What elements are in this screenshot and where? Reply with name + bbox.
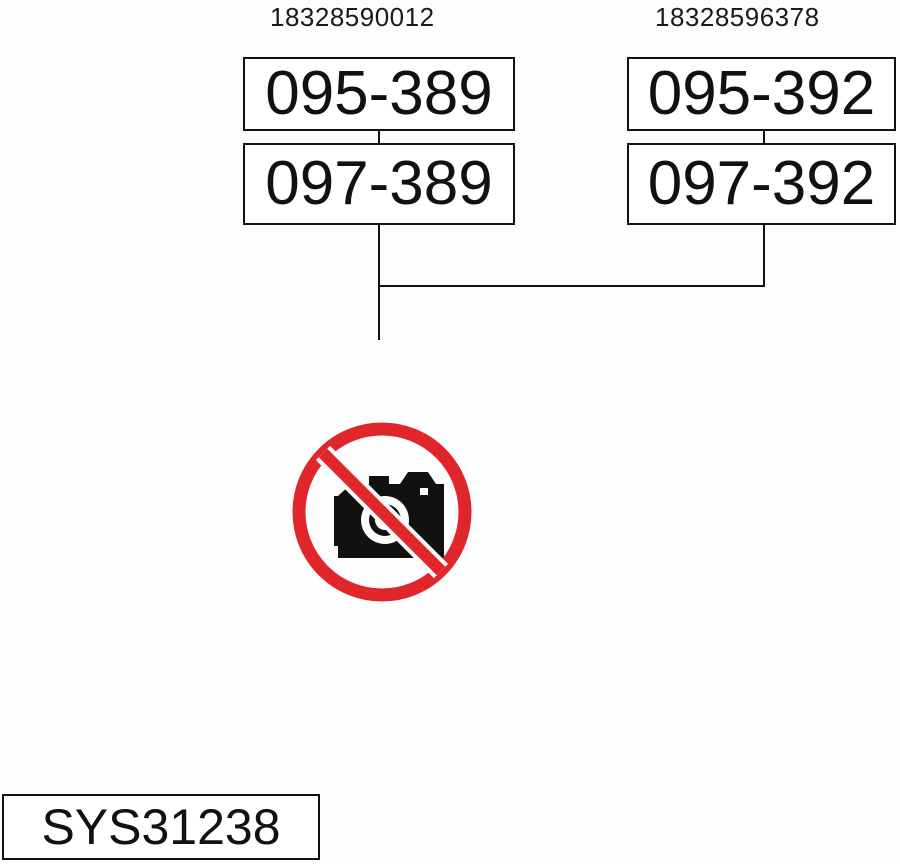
right-serial-number: 18328596378 xyxy=(655,2,820,32)
right-drop-line xyxy=(763,225,765,287)
no-camera-icon xyxy=(292,422,472,602)
left-bottom-part-box: 097-389 xyxy=(243,143,515,225)
join-line xyxy=(378,285,765,287)
left-drop-line xyxy=(378,225,380,340)
prohibition-ring xyxy=(292,422,472,602)
right-bottom-part-box: 097-392 xyxy=(627,143,896,225)
prohibition-slash xyxy=(318,448,446,576)
left-serial-number: 18328590012 xyxy=(270,2,435,32)
right-top-part-box: 095-392 xyxy=(627,57,896,131)
right-box-connector xyxy=(763,131,765,143)
system-id-label: SYS31238 xyxy=(2,794,320,860)
left-box-connector xyxy=(378,131,380,143)
left-top-part-box: 095-389 xyxy=(243,57,515,131)
